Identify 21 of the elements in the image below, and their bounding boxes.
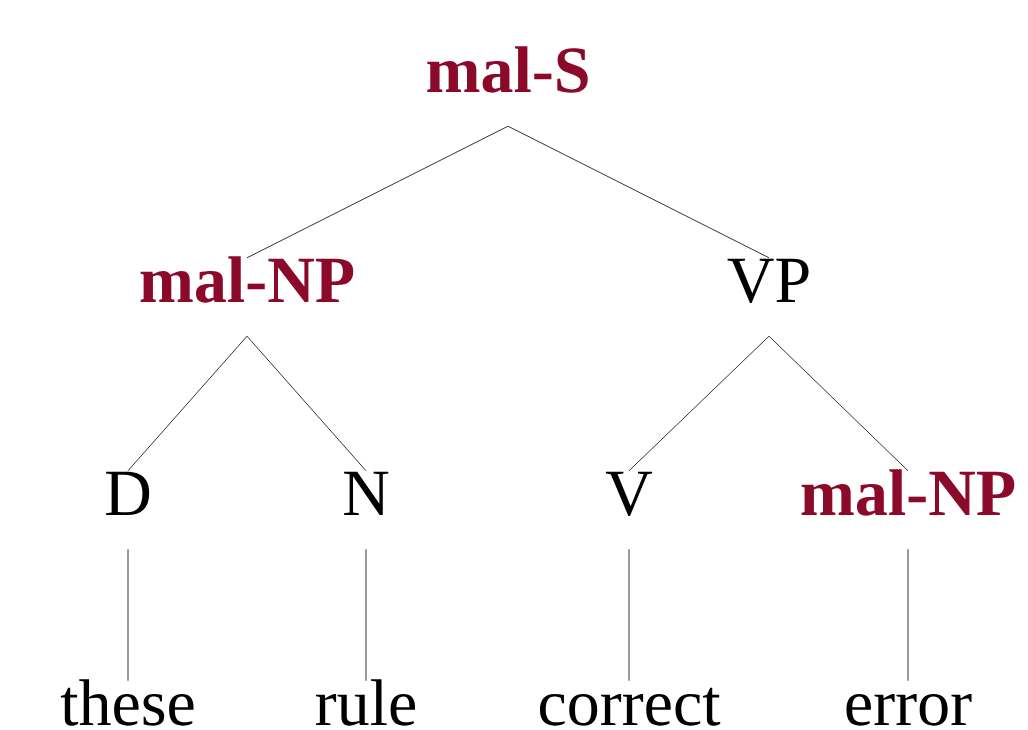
category-label: mal-NP [801, 469, 1015, 516]
category-label: mal-S [427, 46, 588, 93]
category-label: V [605, 471, 653, 516]
word-label: rule [316, 679, 416, 726]
tree-branch [127, 335, 248, 472]
tree-branch [246, 335, 367, 472]
tree-branch [127, 548, 129, 682]
category-label: D [106, 471, 150, 516]
tree-branch [768, 335, 909, 472]
tree-branch [628, 335, 770, 472]
tree-branch [246, 125, 509, 259]
category-label: N [344, 471, 389, 515]
tree-branch [907, 548, 909, 682]
tree-branch [628, 548, 630, 682]
category-label: mal-NP [140, 256, 354, 303]
word-label: correct [539, 687, 721, 726]
category-label: VP [727, 258, 809, 303]
tree-branch [507, 125, 770, 259]
tree-branch [365, 548, 367, 682]
word-label: these [60, 679, 194, 726]
word-label: error [846, 693, 972, 726]
